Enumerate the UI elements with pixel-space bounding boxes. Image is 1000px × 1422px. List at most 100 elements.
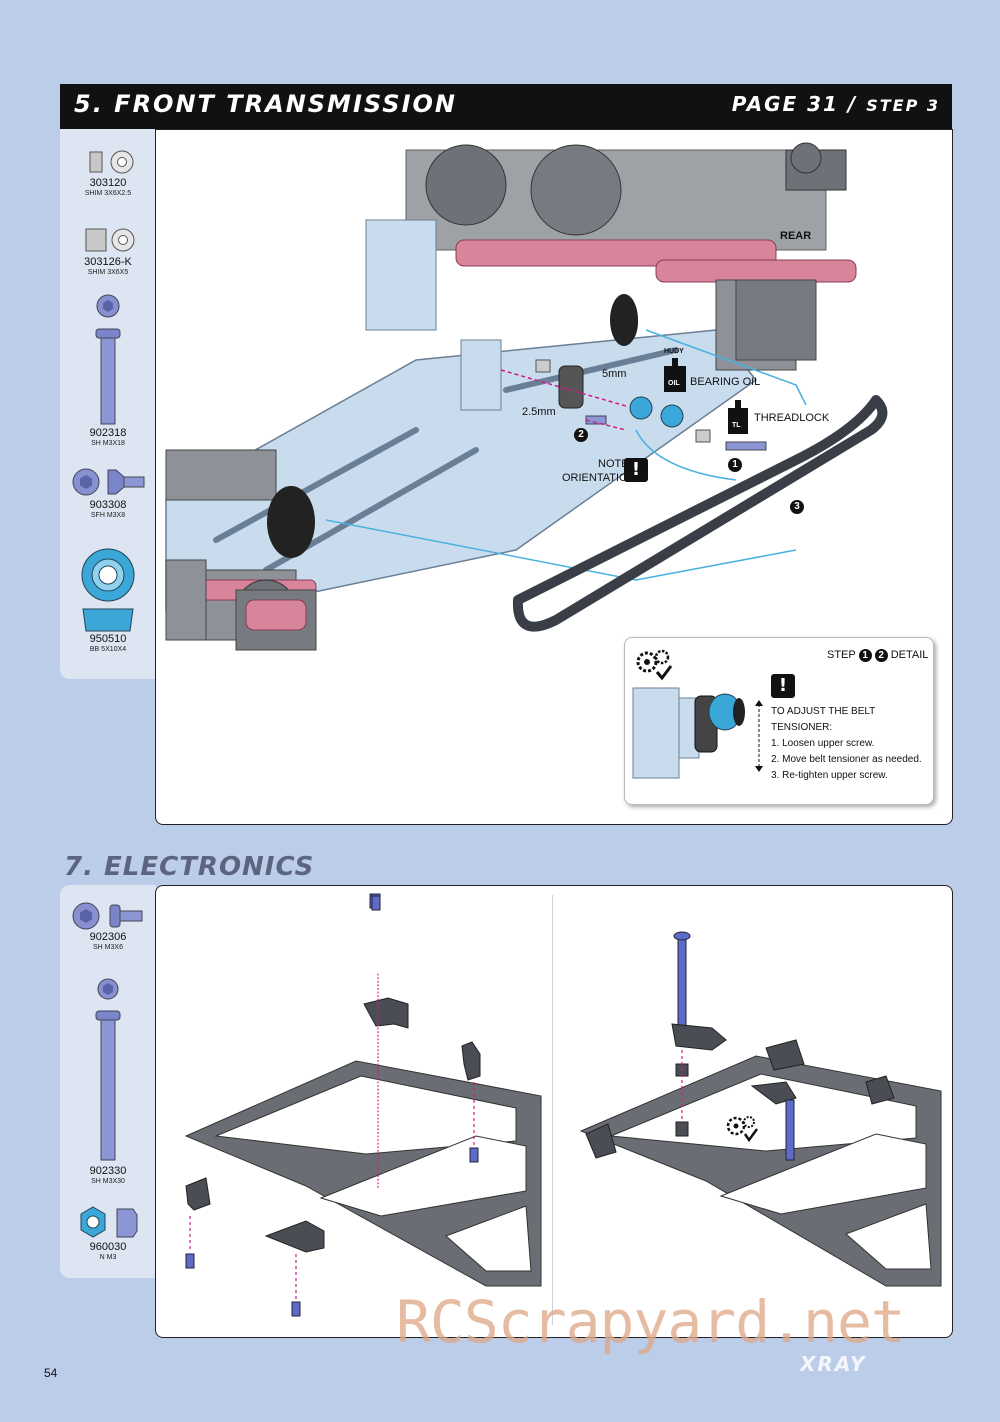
step-number-badge: 2 (574, 428, 588, 442)
screw (469, 1147, 479, 1163)
threadlock-bottle-icon (728, 400, 748, 434)
detail-box-belt-tensioner: STEP 1 2 DETAIL ! TO ADJUST THE BELT TEN… (624, 637, 934, 805)
instruction-step: 3. Re-tighten upper screw. (771, 770, 888, 781)
note-label: NOTE (598, 458, 629, 470)
step-reference: STEP 3 (866, 96, 940, 115)
nut-icon (80, 1206, 138, 1238)
long-screw (677, 935, 687, 1027)
guide-line (645, 329, 807, 406)
part-code: 960030 (89, 1241, 127, 1253)
screw (185, 1253, 195, 1269)
part-code: 902318 (89, 427, 127, 439)
step-number-badge: 2 (874, 649, 888, 662)
rear-pulley (610, 294, 638, 346)
oil-bottle-icon (664, 358, 686, 392)
detail-title-suffix: DETAIL (890, 649, 929, 661)
adjustment-instructions: TO ADJUST THE BELT TENSIONER: 1. Loosen … (771, 704, 933, 784)
part-description: N M3 (99, 1254, 117, 1261)
part-code: 903308 (89, 499, 127, 511)
part-shim-5: 303126-K SHIM 3x6x5 (60, 224, 156, 277)
part-code: 303120 (89, 177, 127, 189)
threadlock-label: THREADLOCK (754, 412, 830, 424)
assembly-arrow (500, 369, 627, 407)
brand-logo: XRAY (800, 1352, 867, 1376)
electronics-plate-views (184, 893, 942, 1317)
mount-bracket (671, 1023, 727, 1051)
step-number-badge: 1 (728, 458, 742, 472)
part-description: SH M3x6 (93, 944, 123, 951)
rear-label: REAR (780, 230, 812, 242)
bearing (660, 404, 684, 428)
carbon-electronics-plate-left (184, 1060, 542, 1287)
part-code: 303126-K (84, 256, 132, 268)
tl-label: TL (732, 422, 741, 429)
instruction-step: 1. Loosen upper screw. (771, 738, 875, 749)
step-number-badge: 1 (858, 649, 872, 662)
rear-transmission-assembly (365, 142, 857, 371)
page-step-reference: PAGE 31 / STEP 3 (732, 92, 940, 116)
chassis-slot (213, 427, 419, 543)
watermark: RCScrapyard.net (396, 1288, 906, 1356)
ball-bearing-icon (81, 548, 135, 632)
screw (371, 895, 381, 911)
part-description: SFH M3x8 (90, 512, 126, 519)
guide-line (635, 429, 737, 481)
adjust-gears-icon (636, 649, 673, 681)
flat-head-screw-icon (72, 468, 145, 496)
parts-list-front-transmission: 303120 SHIM 3x6x2.5 303126-K SHIM 3x6x5 … (60, 129, 156, 679)
part-code: 950510 (89, 633, 127, 645)
plate-clips-left (185, 997, 481, 1253)
mount-bracket (750, 1081, 797, 1105)
shim-icon (85, 228, 135, 252)
orientation-label: ORIENTATION (562, 472, 636, 484)
oil-label: OIL (668, 380, 680, 387)
section-title-electronics: 7. ELECTRONICS (64, 852, 315, 882)
note-warning-icon: ! (624, 458, 648, 482)
screw (291, 1301, 301, 1317)
section-title: 5. FRONT TRANSMISSION (74, 90, 458, 118)
part-shim-2-5: 303120 SHIM 3x6x2.5 (60, 147, 156, 198)
carbon-electronics-plate-right (579, 1039, 942, 1287)
chassis-exploded-view (165, 142, 888, 651)
parts-list-electronics: 902306 SH M3x6 902330 SH M3x30 960030 N … (60, 885, 156, 1278)
front-pulley (267, 486, 315, 558)
screw (785, 1099, 795, 1161)
instructions-heading: TO ADJUST THE BELT TENSIONER: (771, 706, 876, 733)
part-screw-m3x6: 902306 SH M3x6 (60, 901, 156, 952)
chassis-slot (503, 347, 679, 393)
drive-belt (512, 395, 888, 632)
front-suspension-assembly (165, 449, 317, 651)
part-code: 902330 (89, 1165, 127, 1177)
tensioner-mount (460, 339, 502, 411)
part-screw-m3x8: 903308 SFH M3x8 (60, 465, 156, 520)
2-5mm-label: 2.5mm (522, 406, 556, 418)
screw (725, 441, 767, 451)
bearing-oil-label: BEARING OIL (690, 376, 761, 388)
part-description: BB 5x10x4 (89, 646, 127, 653)
assembly-illustration-electronics (155, 885, 953, 1338)
section-header-front-transmission: 5. FRONT TRANSMISSION PAGE 31 / STEP 3 (60, 84, 952, 129)
page-reference: PAGE 31 (731, 92, 839, 116)
step-number-badge: 3 (790, 500, 804, 514)
detail-title: STEP 1 2 DETAIL (827, 649, 928, 662)
part-nut-m3: 960030 N M3 (60, 1203, 156, 1262)
page-number: 54 (44, 1366, 58, 1380)
tensioner-detail-illustration (632, 687, 745, 779)
guide-line (325, 519, 797, 581)
socket-head-screw-icon (95, 294, 121, 425)
socket-head-screw-icon (95, 978, 121, 1161)
part-description: SHIM 3x6x2.5 (84, 190, 132, 197)
part-description: SH M3x30 (91, 1178, 125, 1185)
detail-title-prefix: STEP (827, 649, 856, 661)
socket-head-screw-icon (72, 902, 143, 930)
screw-head (673, 931, 691, 941)
warning-icon: ! (771, 674, 795, 698)
adjust-gears-icon (726, 1116, 759, 1143)
5mm-label: 5mm (602, 368, 627, 380)
belt-tensioner-arm (558, 365, 584, 409)
shim (535, 359, 551, 373)
part-description: SH M3x18 (91, 440, 125, 447)
panel-divider (552, 895, 553, 1325)
part-screw-m3x30: 902330 SH M3x30 (60, 977, 156, 1186)
part-code: 902306 (89, 931, 127, 943)
